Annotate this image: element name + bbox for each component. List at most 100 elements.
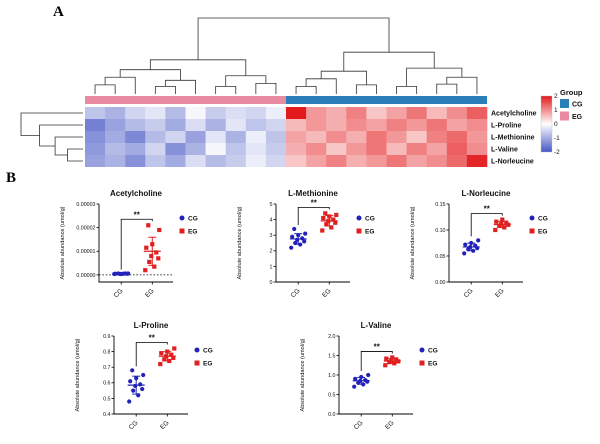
significance-bracket <box>360 351 393 371</box>
data-point-cg <box>303 231 308 236</box>
data-point-eg <box>143 268 148 273</box>
heatmap-cell <box>185 131 206 143</box>
data-point-cg <box>300 236 305 241</box>
data-point-cg <box>131 388 136 393</box>
data-point-eg <box>331 217 336 222</box>
data-point-cg <box>119 271 124 277</box>
heatmap-cell <box>426 107 448 119</box>
heatmap-cell <box>446 143 468 155</box>
column-dendrogram <box>119 69 181 81</box>
y-tick-label: 0.6 <box>103 381 110 387</box>
significance-label: ** <box>311 198 318 207</box>
data-point-cg <box>113 271 118 276</box>
heatmap-cell <box>85 155 106 167</box>
heatmap-cell <box>466 107 488 119</box>
column-dendrogram <box>165 79 196 94</box>
y-tick-label: 0.15 <box>435 202 445 208</box>
y-tick-label: 0.00 <box>435 280 445 286</box>
column-dendrogram <box>255 82 277 94</box>
data-point-eg <box>500 217 505 222</box>
data-point-eg <box>384 356 389 361</box>
heatmap-cell <box>286 131 307 143</box>
data-point-eg <box>164 354 169 359</box>
heatmap-cell <box>386 155 407 167</box>
data-point-cg <box>136 393 141 398</box>
heatmap-row-label: L-Norleucine <box>491 159 534 166</box>
data-point-eg <box>502 225 507 230</box>
y-axis-label: Absolute abundance (umol/g) <box>75 338 81 411</box>
y-tick-label: 3 <box>270 233 273 239</box>
scale-tick-label: 1 <box>554 107 558 114</box>
y-axis-label: Absolute abundance (umol/g) <box>410 206 416 279</box>
scale-tick-label: -1 <box>554 135 560 142</box>
heatmap-cell <box>125 143 146 155</box>
group-legend-swatch-eg <box>560 111 569 121</box>
significance-bracket <box>120 218 153 270</box>
data-point-eg <box>383 363 388 368</box>
heatmap-row-label: L-Methionine <box>491 135 535 142</box>
heatmap-cell <box>466 155 488 167</box>
legend-label: CG <box>365 215 375 222</box>
column-dendrogram <box>154 86 176 94</box>
legend-marker-eg <box>194 360 200 366</box>
heatmap-cell <box>125 155 146 167</box>
heatmap-cell <box>406 155 427 167</box>
scale-tick-label: 2 <box>554 93 558 100</box>
heatmap-cell <box>446 155 468 167</box>
data-point-cg <box>361 382 366 387</box>
y-tick-label: 0.5 <box>328 392 335 398</box>
y-axis-label: Absolute abundance (umol/g) <box>300 338 306 411</box>
heatmap-cell <box>225 155 247 167</box>
heatmap-cell <box>265 131 287 143</box>
row-dendrogram <box>39 124 83 147</box>
heatmap-cell <box>306 119 327 131</box>
heatmap-cell <box>286 143 307 155</box>
column-dendrogram <box>197 17 390 60</box>
heatmap-cell <box>326 131 347 143</box>
data-point-eg <box>146 223 151 228</box>
heatmap-cell <box>306 107 327 119</box>
x-tick-label: EG <box>384 419 396 431</box>
x-tick-label: EG <box>159 419 171 431</box>
column-dendrogram <box>396 86 418 94</box>
axes <box>275 204 350 283</box>
data-point-eg <box>159 351 164 356</box>
data-point-cg <box>366 372 371 378</box>
data-point-eg <box>493 227 498 233</box>
data-point-eg <box>162 357 167 362</box>
heatmap-cell <box>225 119 247 131</box>
y-tick-label: 0.8 <box>103 350 110 356</box>
data-point-eg <box>324 222 329 227</box>
legend-label: CG <box>538 215 548 222</box>
heatmap-cell <box>205 155 226 167</box>
heatmap-row-label: Acetylcholine <box>491 111 537 118</box>
heatmap-cell <box>205 143 226 155</box>
y-tick-label: 4 <box>270 218 273 224</box>
y-tick-label: 1.0 <box>328 373 335 379</box>
heatmap-cell <box>386 119 407 131</box>
y-tick-label: 0.10 <box>435 228 445 234</box>
heatmap-cell <box>366 155 387 167</box>
column-dendrogram <box>320 70 367 85</box>
x-tick-label: EG <box>494 287 506 299</box>
heatmap-cell <box>466 143 488 155</box>
heatmap-cell <box>326 155 347 167</box>
significance-label: ** <box>374 342 381 351</box>
y-tick-label: 0.7 <box>103 365 110 371</box>
legend-marker-eg <box>419 360 425 366</box>
x-tick-label: CG <box>290 287 302 299</box>
heatmap-cell <box>125 107 146 119</box>
legend-label: EG <box>203 360 212 367</box>
data-point-cg <box>363 377 368 383</box>
y-tick-label: 0.4 <box>103 412 110 418</box>
heatmap-cell <box>446 131 468 143</box>
data-point-eg <box>499 221 504 226</box>
group-legend-label: CG <box>572 102 583 109</box>
x-tick-label: EG <box>144 287 156 299</box>
data-point-cg <box>302 239 307 244</box>
heatmap-cell <box>85 107 106 119</box>
heatmap-cell <box>346 107 367 119</box>
data-point-cg <box>133 383 138 389</box>
heatmap-cell <box>245 107 267 119</box>
